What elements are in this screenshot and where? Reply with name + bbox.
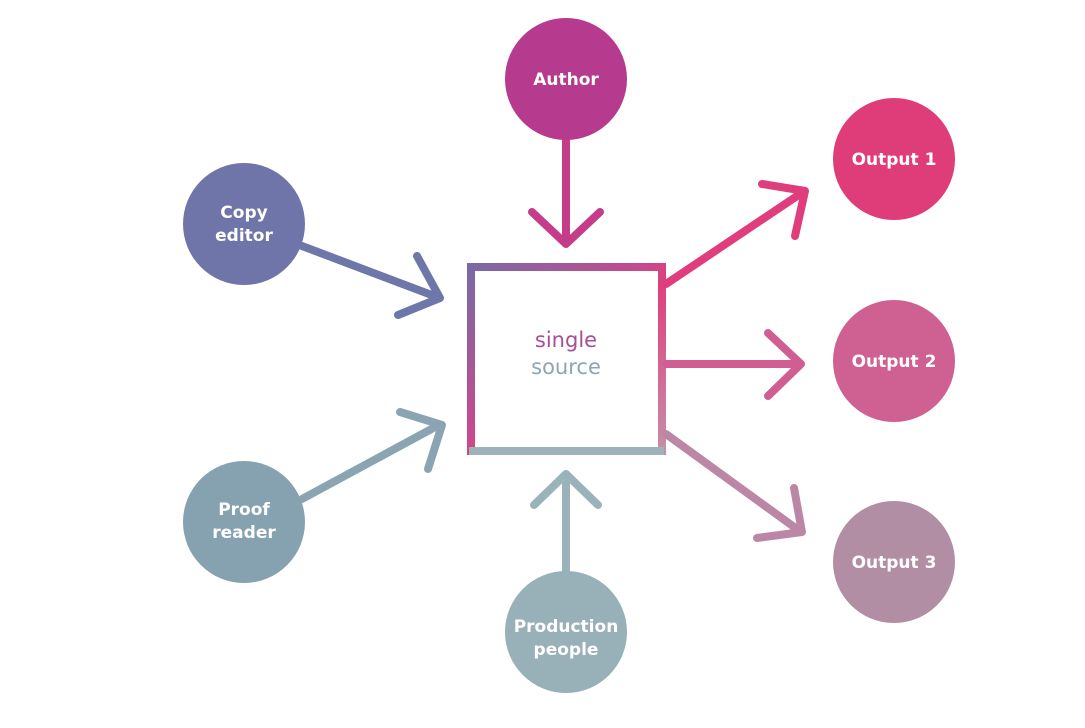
node-output-2: Output 2	[833, 300, 955, 422]
node-production-people-label-line2: people	[534, 640, 599, 660]
node-author: Author	[505, 18, 627, 140]
node-proof-reader-label-line2: reader	[212, 523, 276, 543]
arrow-copy-editor-to-source	[298, 242, 444, 319]
node-copy-editor-circle	[183, 163, 305, 285]
single-source-box: single source	[467, 263, 666, 455]
node-proof-reader-label-line1: Proof	[218, 500, 270, 520]
node-output-1-label: Output 1	[852, 150, 937, 170]
node-production-people: Production people	[505, 571, 627, 693]
center-label-line2: source	[531, 355, 601, 379]
arrow-source-to-output-3	[662, 430, 806, 542]
node-copy-editor: Copy editor	[183, 163, 305, 285]
arrow-proof-reader-to-source	[298, 408, 446, 503]
arrow-author-to-source	[528, 136, 604, 248]
node-output-1: Output 1	[833, 98, 955, 220]
node-proof-reader-circle	[183, 461, 305, 583]
node-author-label: Author	[533, 70, 599, 90]
node-production-people-circle	[505, 571, 627, 693]
node-copy-editor-label-line2: editor	[215, 226, 273, 246]
node-output-3-circle	[833, 501, 955, 623]
node-output-3-label: Output 3	[852, 553, 937, 573]
node-author-circle	[505, 18, 627, 140]
node-output-1-circle	[833, 98, 955, 220]
node-production-people-label-line1: Production	[514, 617, 619, 637]
node-proof-reader: Proof reader	[183, 461, 305, 583]
node-output-2-circle	[833, 300, 955, 422]
arrow-source-to-output-2	[662, 329, 805, 400]
center-label-line1: single	[535, 328, 597, 352]
node-output-3: Output 3	[833, 501, 955, 623]
arrow-source-to-output-1	[662, 180, 809, 288]
arrow-production-people-to-source	[530, 470, 602, 576]
node-output-2-label: Output 2	[852, 352, 937, 372]
node-copy-editor-label-line1: Copy	[220, 203, 267, 223]
